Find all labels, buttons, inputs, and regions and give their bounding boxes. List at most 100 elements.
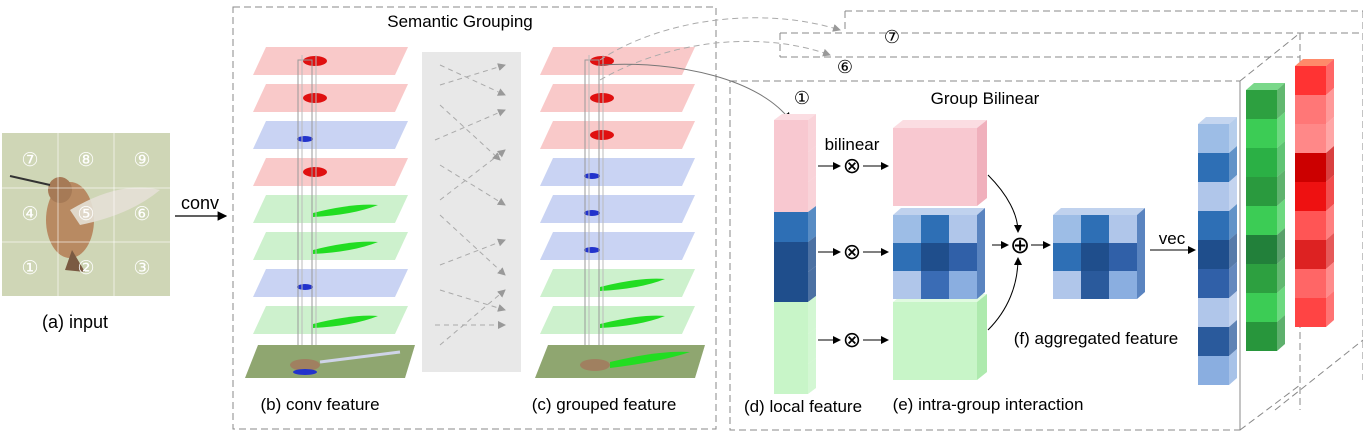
intra-group-blocks: [893, 120, 987, 380]
feature-blob: [303, 56, 327, 66]
feature-blob: [303, 93, 327, 103]
feature-blob: [297, 136, 313, 142]
shuffle-arrows: [434, 63, 506, 346]
grouped-feature-caption: (c) grouped feature: [532, 395, 677, 414]
vector-cell: [1198, 182, 1229, 211]
grid-cell: [921, 271, 949, 299]
feature-blob: [590, 56, 614, 66]
conv-feature-stack: [253, 47, 408, 351]
feature-plane: [253, 158, 408, 186]
grid-cell: [1053, 243, 1081, 271]
aggregation-arrows: [987, 174, 1196, 331]
grid-cell: [1053, 271, 1081, 299]
grid-cell: [949, 271, 977, 299]
conv-label: conv: [181, 193, 219, 213]
local-feature-cell: [774, 334, 808, 364]
grid-cell: [921, 243, 949, 271]
vector-cell: [1246, 90, 1277, 119]
feature-blob: [313, 204, 378, 217]
input-grid-number: ④: [21, 204, 38, 225]
vector-cell: [1246, 293, 1277, 322]
local-feature-cell: [774, 182, 808, 212]
aggregated-caption: (f) aggregated feature: [1014, 329, 1178, 348]
semantic-grouping-title: Semantic Grouping: [387, 12, 533, 31]
feature-blob: [584, 210, 600, 216]
marker-six: ⑥: [837, 57, 853, 77]
input-grid-number: ②: [77, 258, 94, 279]
local-feature-arrow: [599, 63, 791, 121]
feature-plane: [540, 47, 695, 75]
vector-cell: [1246, 235, 1277, 264]
vector-cell: [1198, 269, 1229, 298]
input-grid-number: ①: [21, 258, 38, 279]
frame-arcs: [599, 17, 841, 81]
vector-cell: [1246, 264, 1277, 293]
feature-plane: [540, 84, 695, 112]
vector-cell: [1295, 153, 1326, 182]
grid-cell: [1053, 215, 1081, 243]
vector-cell: [1295, 211, 1326, 240]
intra-group-caption: (e) intra-group interaction: [893, 395, 1084, 414]
intra-group-blue-block: [893, 208, 985, 299]
vector-cell: [1295, 95, 1326, 124]
grid-cell: [893, 271, 921, 299]
vector-cell: [1198, 211, 1229, 240]
feature-blob: [600, 278, 665, 291]
input-grid-number: ⑧: [77, 150, 94, 171]
group-bilinear-title: Group Bilinear: [931, 89, 1040, 108]
vector-cell: [1246, 206, 1277, 235]
grouped-feature-stack: [540, 47, 695, 351]
vector-cell: [1198, 153, 1229, 182]
otimes-op-2: ⊗: [843, 239, 861, 264]
feature-blob: [584, 247, 600, 253]
vector-cell: [1198, 298, 1229, 327]
grid-cell: [1081, 215, 1109, 243]
vector-cell: [1246, 119, 1277, 148]
local-feature-cell: [774, 152, 808, 182]
grid-cell: [949, 215, 977, 243]
input-caption: (a) input: [42, 312, 108, 332]
marker-one: ①: [794, 88, 810, 108]
feature-plane: [540, 195, 695, 223]
vector-cell: [1198, 124, 1229, 153]
local-feature-cell: [774, 272, 808, 302]
input-grid-number: ⑥: [133, 204, 150, 225]
feature-blob: [297, 284, 313, 290]
local-feature-cell: [774, 364, 808, 394]
semantic-grouping-box: [232, 6, 717, 430]
vector-cell: [1198, 240, 1229, 269]
vector-cell: [1246, 177, 1277, 206]
vector-cell: [1295, 66, 1326, 95]
vector-cell: [1246, 322, 1277, 351]
vector-cell: [1295, 182, 1326, 211]
feature-plane: [540, 306, 695, 334]
local-feature-caption: (d) local feature: [744, 397, 862, 416]
input-grid-number: ③: [133, 258, 150, 279]
feature-plane: [253, 306, 408, 334]
feature-plane: [540, 158, 695, 186]
feature-plane: [253, 232, 408, 260]
input-grid-number: ⑨: [133, 150, 150, 171]
vector-column-red: [1295, 59, 1334, 327]
grid-cell: [893, 215, 921, 243]
vector-cell: [1198, 356, 1229, 385]
bilinear-label: bilinear: [825, 135, 880, 154]
group-bilinear-frames: [729, 10, 1363, 431]
vector-cell: [1295, 269, 1326, 298]
bilinear-ops: [818, 162, 889, 344]
feature-plane: [540, 269, 695, 297]
feature-blob: [303, 167, 327, 177]
aggregated-block: [1053, 208, 1145, 299]
vec-label: vec: [1159, 229, 1186, 248]
feature-blob: [313, 241, 378, 254]
feature-blob: [590, 93, 614, 103]
feature-blob: [313, 315, 378, 328]
local-feature-cell: [774, 212, 808, 242]
otimes-op-1: ⊗: [843, 153, 861, 178]
grid-cell: [949, 243, 977, 271]
vector-cell: [1295, 298, 1326, 327]
vector-column-green: [1246, 83, 1285, 351]
feature-blob: [590, 130, 614, 140]
grid-cell: [1109, 215, 1137, 243]
